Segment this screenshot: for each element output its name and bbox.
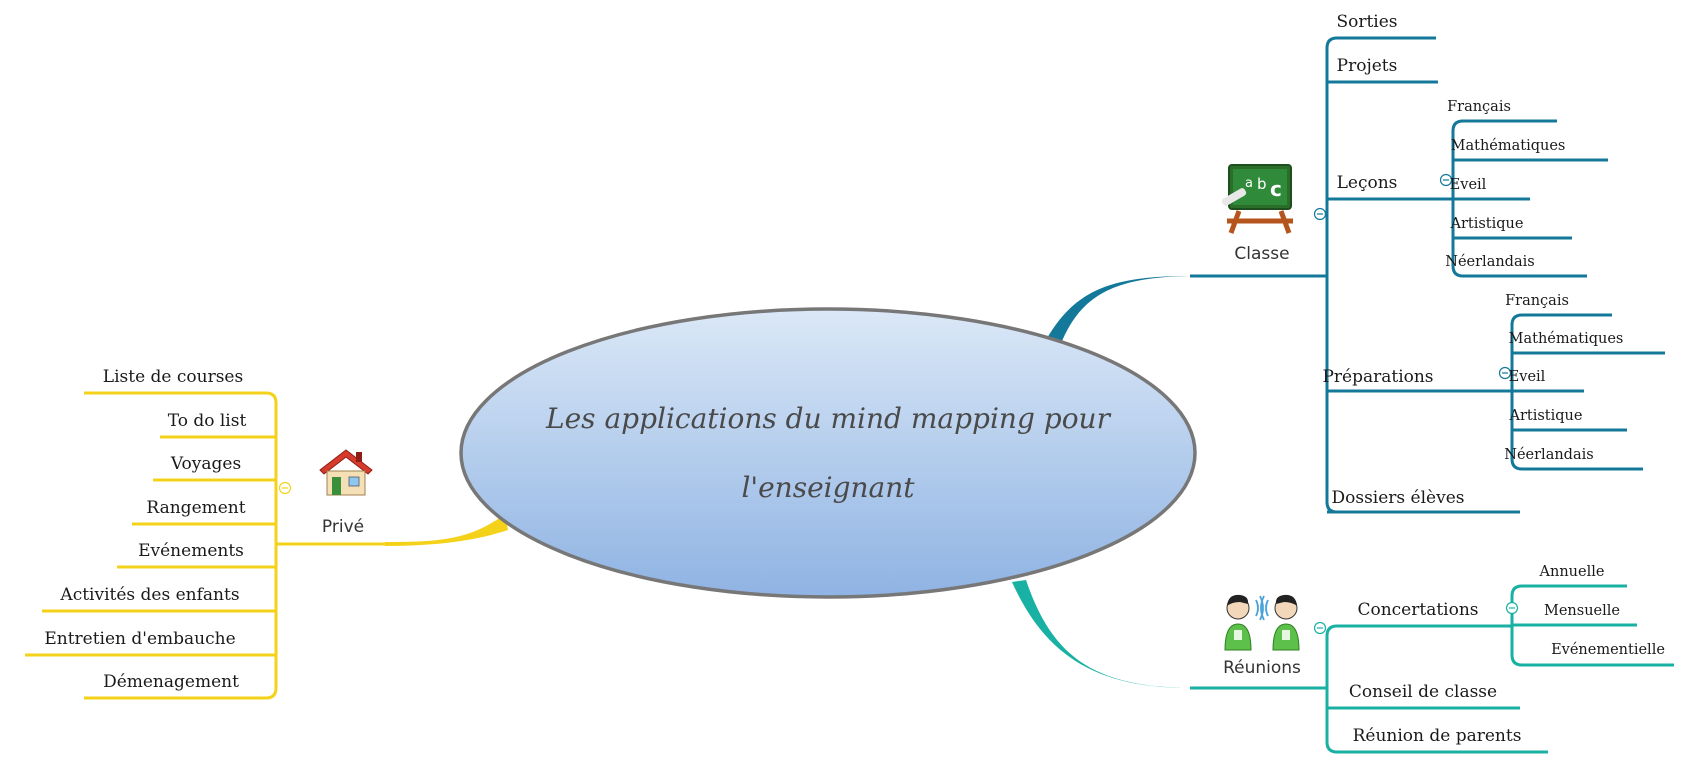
branch-prive — [25, 391, 390, 700]
topic-lecons[interactable]: Leçons — [1337, 173, 1398, 193]
branch-classe — [1190, 36, 1665, 514]
collapse-classe-button[interactable] — [1313, 207, 1327, 221]
house-icon — [319, 449, 373, 496]
board-letter-b: b — [1257, 175, 1267, 193]
collapse-prive-button[interactable] — [278, 481, 292, 495]
lecons-eveil[interactable]: Eveil — [1450, 177, 1487, 193]
topic-demenagement[interactable]: Démenagement — [103, 672, 239, 692]
topic-conseil-de-classe[interactable]: Conseil de classe — [1349, 682, 1497, 702]
central-topic-title-line-2: l'enseignant — [741, 471, 915, 504]
topic-dossiers-eleves[interactable]: Dossiers élèves — [1331, 488, 1464, 508]
branch-reunions — [1190, 584, 1674, 754]
concertations-annuelle[interactable]: Annuelle — [1539, 564, 1605, 580]
blackboard-icon: a b c — [1221, 164, 1293, 234]
preparations-artistique[interactable]: Artistique — [1509, 408, 1583, 424]
connector-classe — [1046, 276, 1196, 346]
preparations-mathematiques[interactable]: Mathématiques — [1509, 331, 1624, 347]
lecons-francais[interactable]: Français — [1447, 99, 1511, 115]
topic-rangement[interactable]: Rangement — [146, 498, 245, 518]
topic-projets[interactable]: Projets — [1337, 56, 1398, 76]
people-talking-icon — [1224, 594, 1300, 651]
main-topic-prive[interactable]: Privé — [322, 517, 364, 537]
topic-voyages[interactable]: Voyages — [170, 454, 241, 474]
main-topic-reunions[interactable]: Réunions — [1223, 658, 1301, 678]
collapse-concertations-button[interactable] — [1505, 601, 1519, 615]
central-topic-title-line-1: Les applications du mind mapping pour — [545, 402, 1112, 435]
topic-concertations[interactable]: Concertations — [1357, 600, 1478, 620]
board-letter-a: a — [1245, 176, 1253, 191]
concertations-evenementielle[interactable]: Evénementielle — [1551, 642, 1665, 658]
preparations-eveil[interactable]: Eveil — [1509, 369, 1546, 385]
preparations-neerlandais[interactable]: Néerlandais — [1504, 447, 1593, 463]
collapse-preparations-button[interactable] — [1498, 366, 1512, 380]
topic-entretien-d-embauche[interactable]: Entretien d'embauche — [44, 629, 235, 649]
main-topic-classe[interactable]: Classe — [1234, 244, 1289, 264]
topic-evenements[interactable]: Evénements — [138, 541, 244, 561]
topic-activites-des-enfants[interactable]: Activités des enfants — [59, 585, 239, 605]
connector-reunions — [1012, 580, 1196, 688]
concertations-mensuelle[interactable]: Mensuelle — [1544, 603, 1620, 619]
topic-preparations[interactable]: Préparations — [1322, 367, 1433, 387]
preparations-francais[interactable]: Français — [1505, 293, 1569, 309]
topic-sorties[interactable]: Sorties — [1336, 12, 1397, 32]
lecons-mathematiques[interactable]: Mathématiques — [1451, 138, 1566, 154]
topic-reunion-de-parents[interactable]: Réunion de parents — [1353, 726, 1522, 746]
topic-to-do-list[interactable]: To do list — [168, 411, 247, 431]
central-topic[interactable]: Les applications du mind mapping pour l'… — [459, 307, 1197, 599]
topic-liste-de-courses[interactable]: Liste de courses — [103, 367, 243, 387]
lecons-artistique[interactable]: Artistique — [1450, 216, 1524, 232]
connector-prive — [385, 514, 508, 546]
lecons-neerlandais[interactable]: Néerlandais — [1445, 254, 1534, 270]
collapse-reunions-button[interactable] — [1313, 621, 1327, 635]
board-letter-c: c — [1270, 177, 1282, 201]
collapse-lecons-button[interactable] — [1439, 173, 1453, 187]
